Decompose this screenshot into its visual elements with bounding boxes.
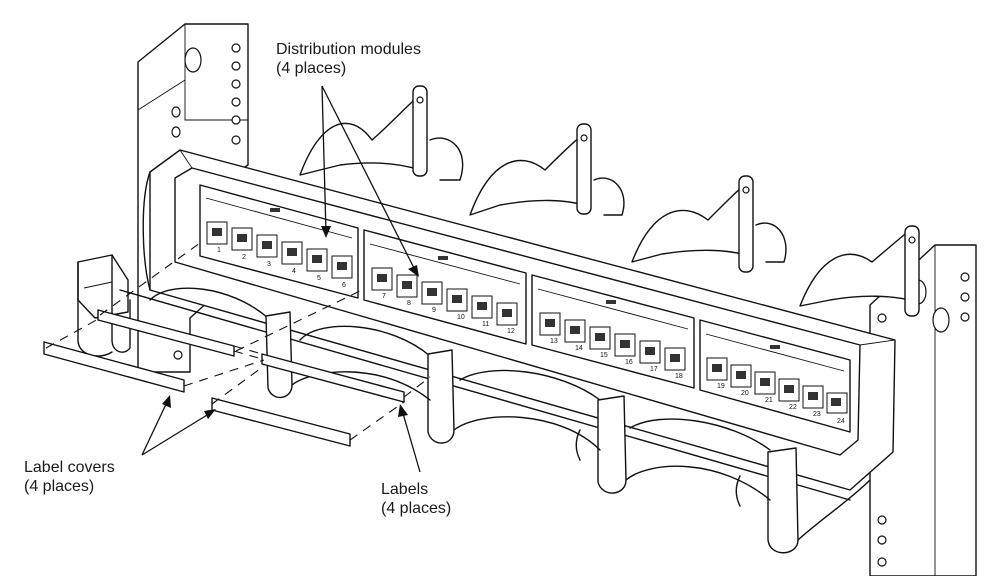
port-number-label: 23 [813,411,821,418]
callout-distribution-modules-line2: (4 places) [276,60,347,77]
callout-distribution-modules: Distribution modules (4 places) [276,40,421,78]
module-1-ports [206,221,353,279]
distribution-module-1 [199,184,359,299]
callout-leaders [141,85,421,473]
port-number-label: 3 [267,261,271,268]
label-cover-1 [43,341,185,393]
port-number-label: 11 [482,321,489,328]
distribution-module-2 [363,229,527,345]
port-number-label: 20 [741,390,749,397]
module-2-port-numbers: 7 8 9 10 11 12 [382,293,515,335]
port-number-label: 16 [625,359,633,366]
label-covers [43,317,405,447]
callout-distribution-modules-line1: Distribution modules [276,41,421,58]
callout-labels-line1: Labels [381,481,429,498]
label-strip-1 [97,309,235,357]
callout-label-covers-line1: Label covers [24,459,115,476]
port-number-label: 24 [837,418,845,425]
port-number-label: 15 [600,352,608,359]
port-number-label: 10 [457,314,465,321]
callout-labels: Labels (4 places) [381,480,451,518]
port-number-label: 6 [342,282,346,289]
port-number-label: 5 [317,275,321,282]
label-cover-2 [211,397,351,447]
port-number-label: 2 [242,254,246,261]
module-4-port-numbers: 19 20 21 22 23 24 [717,383,845,425]
port-number-label: 14 [575,345,583,352]
port-number-label: 12 [507,328,515,335]
port-number-label: 17 [650,366,658,373]
rear-cable-organizers [299,85,920,317]
port-number-label: 8 [407,300,411,307]
module-3-port-numbers: 13 14 15 16 17 18 [550,338,683,380]
callout-labels-line2: (4 places) [381,500,452,517]
port-number-label: 19 [717,383,725,390]
module-2-ports [371,267,518,326]
port-number-label: 7 [382,293,386,300]
port-number-label: 4 [292,268,296,275]
port-number-label: 18 [675,373,683,380]
module-4-ports [706,357,848,414]
port-number-label: 1 [217,247,221,254]
callout-label-covers: Label covers (4 places) [24,458,115,496]
right-rack-rail [869,244,977,576]
module-3-ports [539,312,686,371]
port-number-label: 13 [550,338,558,345]
port-number-label: 21 [765,397,773,404]
callout-label-covers-line2: (4 places) [24,478,95,495]
module-1-port-numbers: 1 2 3 4 5 6 [217,247,346,289]
distribution-module-3 [531,274,695,389]
port-number-label: 9 [432,307,436,314]
front-cable-manager [77,254,871,554]
distribution-module-4 [699,319,851,433]
port-number-label: 22 [789,404,797,411]
